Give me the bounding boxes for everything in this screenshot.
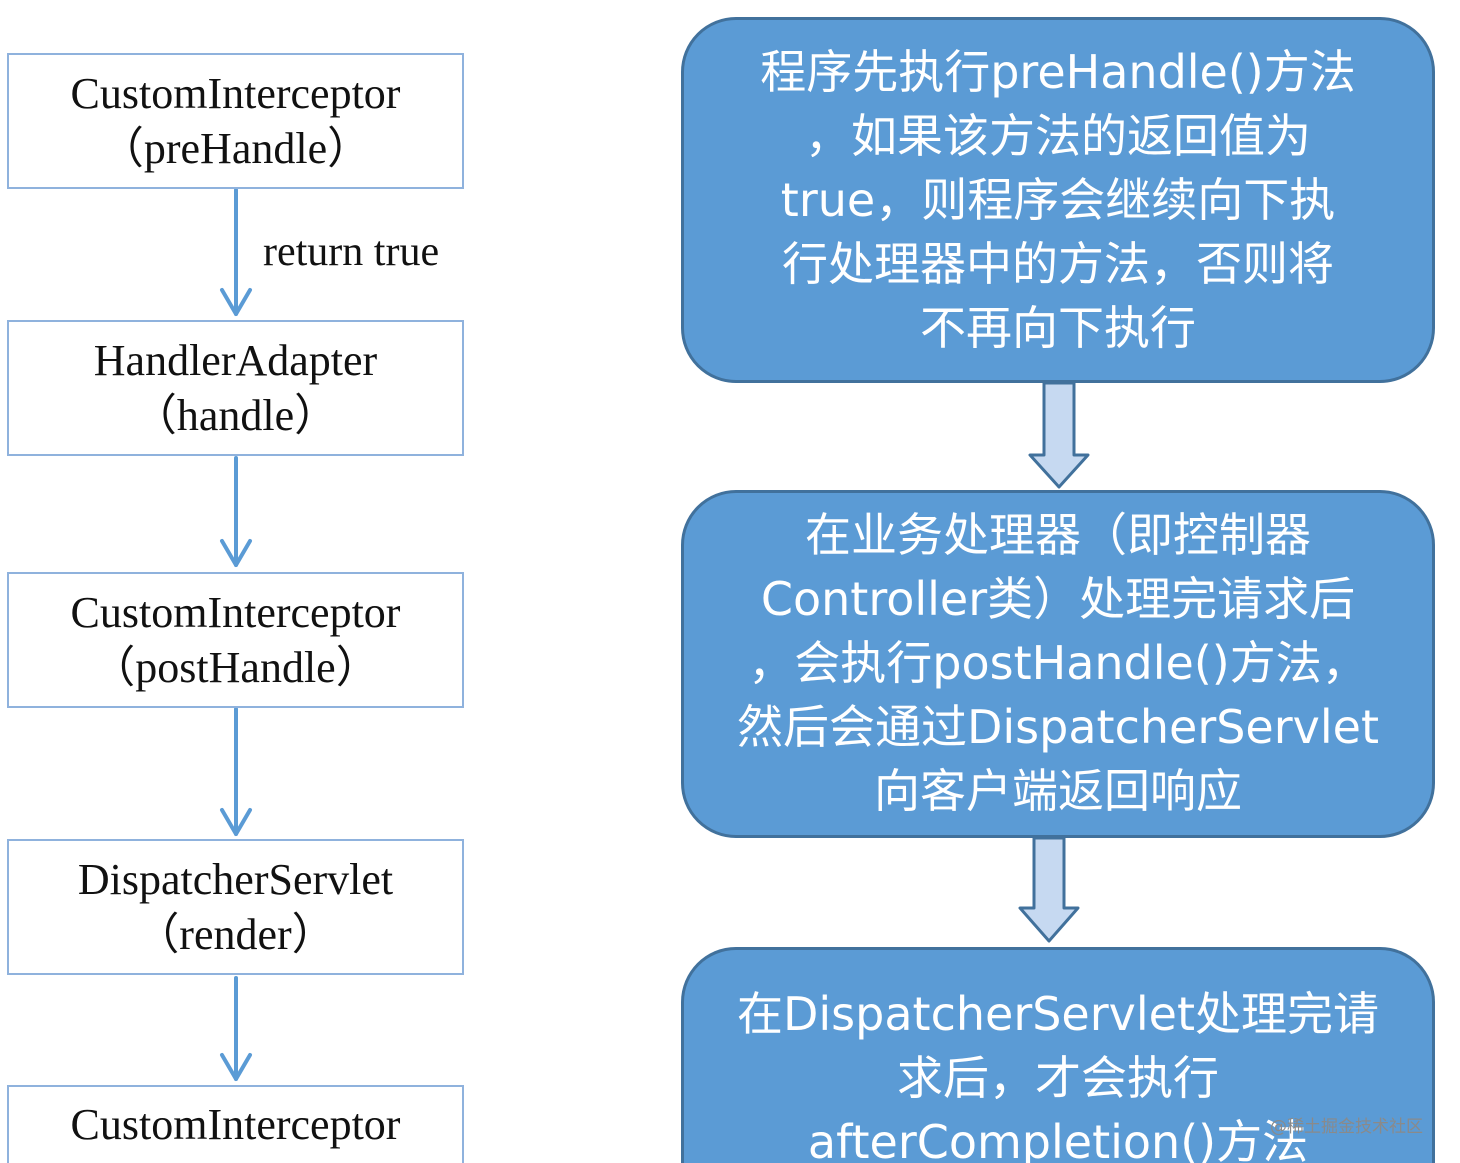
flow-box-prehandle: CustomInterceptor （preHandle） [7,53,464,189]
note-line: 程序先执行preHandle()方法 [760,45,1356,99]
block-arrow-2 [1018,836,1080,943]
flow-box-title: CustomInterceptor [70,588,401,637]
note-line: 行处理器中的方法，否则将 [782,237,1334,291]
note-line: ，会执行postHandle()方法， [748,636,1368,690]
flow-box-method: （render） [135,910,336,959]
flow-box-method: （preHandle） [99,124,372,173]
flow-arrow-1 [220,188,252,316]
note-line: 在DispatcherServlet处理完请 [736,987,1379,1041]
note-line: ，如果该方法的返回值为 [805,109,1311,163]
note-prehandle: 程序先执行preHandle()方法 ，如果该方法的返回值为 true，则程序会… [681,17,1435,383]
flow-box-aftercompletion: CustomInterceptor [7,1085,464,1163]
flow-box-method: （postHandle） [91,643,380,692]
note-line: afterCompletion()方法 [807,1115,1309,1163]
note-line: 在业务处理器（即控制器 [805,508,1311,562]
note-line: Controller类）处理完请求后 [760,572,1356,626]
flow-box-posthandle: CustomInterceptor （postHandle） [7,572,464,708]
flow-arrow-4 [220,976,252,1081]
note-line: 不再向下执行 [920,301,1196,355]
note-line: 向客户端返回响应 [874,764,1242,818]
edge-label-return-true: return true [263,229,440,275]
note-line: true，则程序会继续向下执 [780,173,1336,227]
note-posthandle: 在业务处理器（即控制器 Controller类）处理完请求后 ，会执行postH… [681,490,1435,838]
note-line: 然后会通过DispatcherServlet [736,700,1379,754]
flow-box-handle: HandlerAdapter （handle） [7,320,464,456]
flow-box-title: HandlerAdapter [93,336,378,385]
flow-box-render: DispatcherServlet （render） [7,839,464,975]
flow-arrow-2 [220,456,252,567]
note-line: 求后，才会执行 [897,1051,1219,1105]
flow-box-title: DispatcherServlet [77,855,394,904]
flow-arrow-3 [220,707,252,836]
flow-box-method: （handle） [132,391,339,440]
block-arrow-1 [1028,381,1090,489]
flow-box-title: CustomInterceptor [70,69,401,118]
note-aftercompletion: 在DispatcherServlet处理完请 求后，才会执行 afterComp… [681,947,1435,1163]
flow-box-title: CustomInterceptor [70,1100,401,1149]
watermark: @稀土掘金技术社区 [1270,1117,1423,1137]
